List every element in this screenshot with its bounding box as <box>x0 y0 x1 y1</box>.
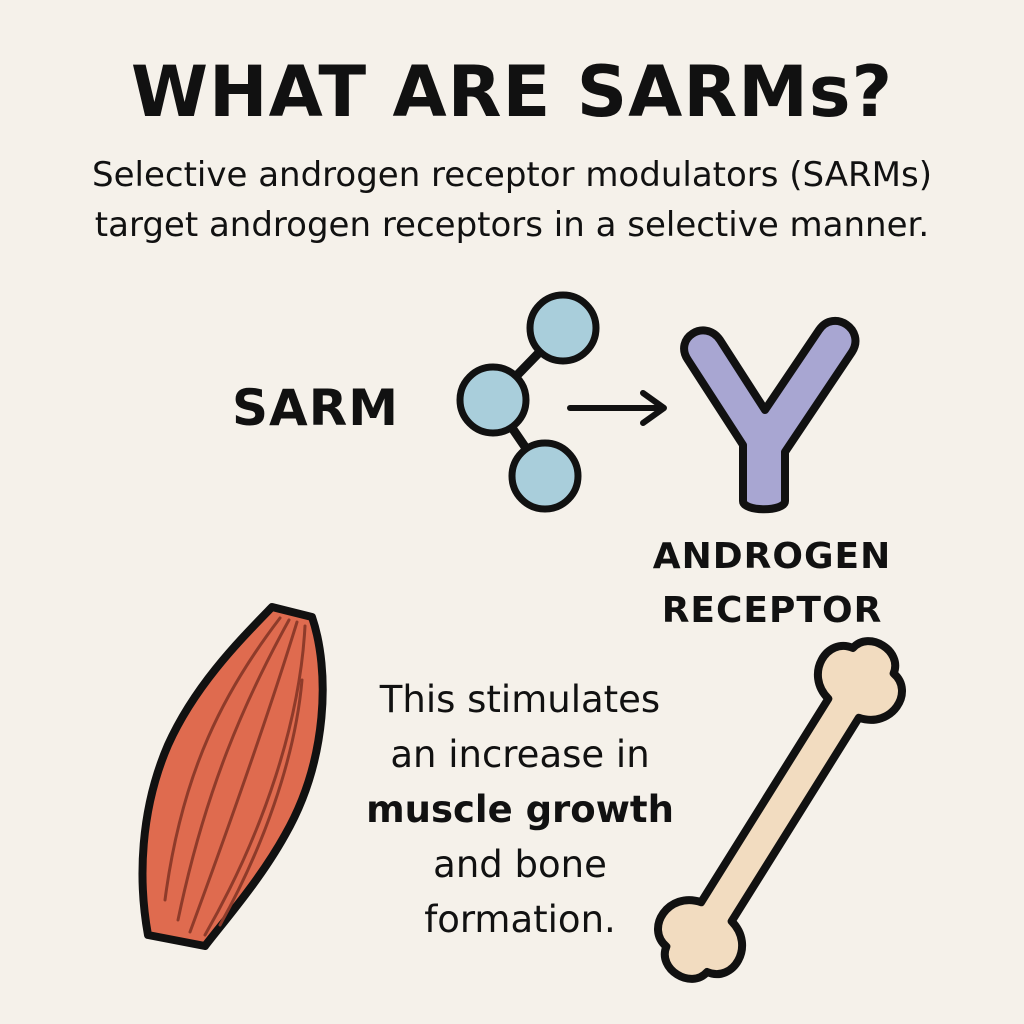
effect-line-4: and bone <box>433 843 607 886</box>
effect-line-2: an increase in <box>390 733 650 776</box>
effect-description: This stimulates an increase in muscle gr… <box>335 672 705 947</box>
sarm-label: SARM <box>232 379 399 437</box>
subtitle: Selective androgen receptor modulators (… <box>92 155 932 245</box>
effect-line-5: formation. <box>424 898 616 941</box>
page-title: WHAT ARE SARMs? <box>130 51 894 133</box>
receptor-label-line-2: RECEPTOR <box>661 590 883 631</box>
receptor-label: ANDROGEN RECEPTOR <box>612 530 932 638</box>
receptor-icon <box>680 316 860 514</box>
effect-line-3-emphasis: muscle growth <box>366 788 674 831</box>
receptor-label-line-1: ANDROGEN <box>652 536 892 577</box>
molecule-icon <box>456 291 600 513</box>
effect-line-1: This stimulates <box>379 678 661 721</box>
muscle-icon <box>138 603 327 950</box>
arrow-right-icon <box>567 390 667 426</box>
